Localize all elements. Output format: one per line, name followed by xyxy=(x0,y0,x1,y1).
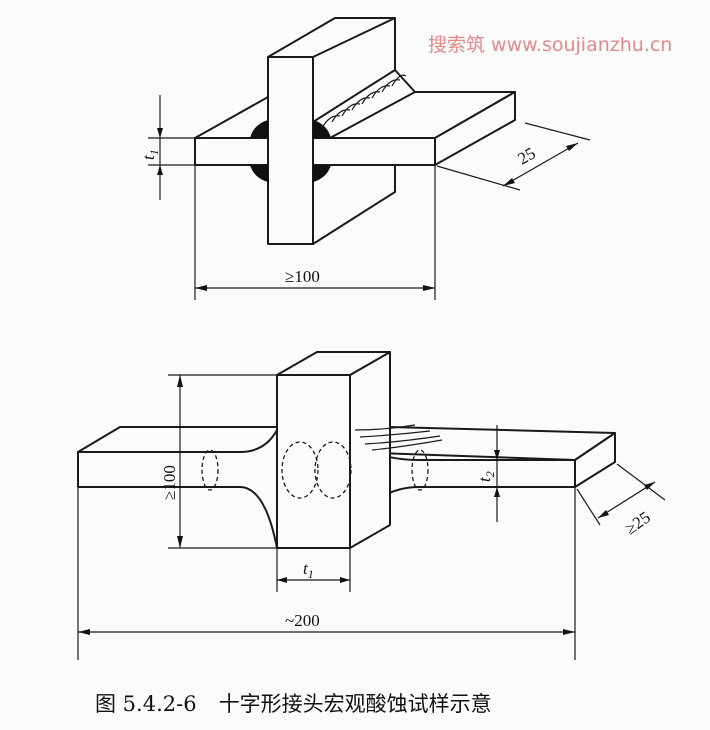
vertical-plate-front xyxy=(267,56,314,245)
height-dimension: ≥100 xyxy=(160,374,277,549)
svg-text:~200: ~200 xyxy=(285,611,320,630)
t1-dimension-bottom: t1 xyxy=(276,548,351,592)
plate-front-face xyxy=(194,137,436,166)
svg-text:≥25: ≥25 xyxy=(621,508,653,539)
svg-text:t1: t1 xyxy=(303,559,314,581)
figure-number: 图 5.4.2-6 xyxy=(95,692,197,716)
vertical-plate-top xyxy=(267,17,396,58)
watermark: 搜索筑 www.soujianzhu.cn xyxy=(428,34,673,56)
length-dimension: ~200 xyxy=(77,487,576,660)
bottom-isometric-specimen: ≥100 t2 t1 ~200 ≥25 xyxy=(77,351,666,660)
t2-dimension: t2 xyxy=(475,425,500,522)
svg-text:≥100: ≥100 xyxy=(160,465,179,500)
t1-dimension: t1 xyxy=(139,95,195,200)
block-right-side xyxy=(349,351,391,549)
bar-top-left xyxy=(77,426,278,453)
svg-text:t2: t2 xyxy=(475,471,497,482)
block-front xyxy=(276,374,351,549)
top-isometric-specimen: t1 ≥100 25 xyxy=(139,17,591,300)
etched-weld-zones xyxy=(201,441,429,499)
width-dimension: ≥100 xyxy=(194,165,436,300)
figure-caption: 图 5.4.2-6 十字形接头宏观酸蚀试样示意 xyxy=(95,688,514,718)
figure-title: 十字形接头宏观酸蚀试样示意 xyxy=(218,692,492,716)
svg-text:25: 25 xyxy=(515,144,539,169)
svg-text:t1: t1 xyxy=(139,149,161,160)
weld-ripples xyxy=(354,424,443,451)
fillet-weld-sections xyxy=(250,120,331,182)
vertical-plate-lower-side xyxy=(312,164,396,245)
svg-text:≥100: ≥100 xyxy=(285,267,320,286)
